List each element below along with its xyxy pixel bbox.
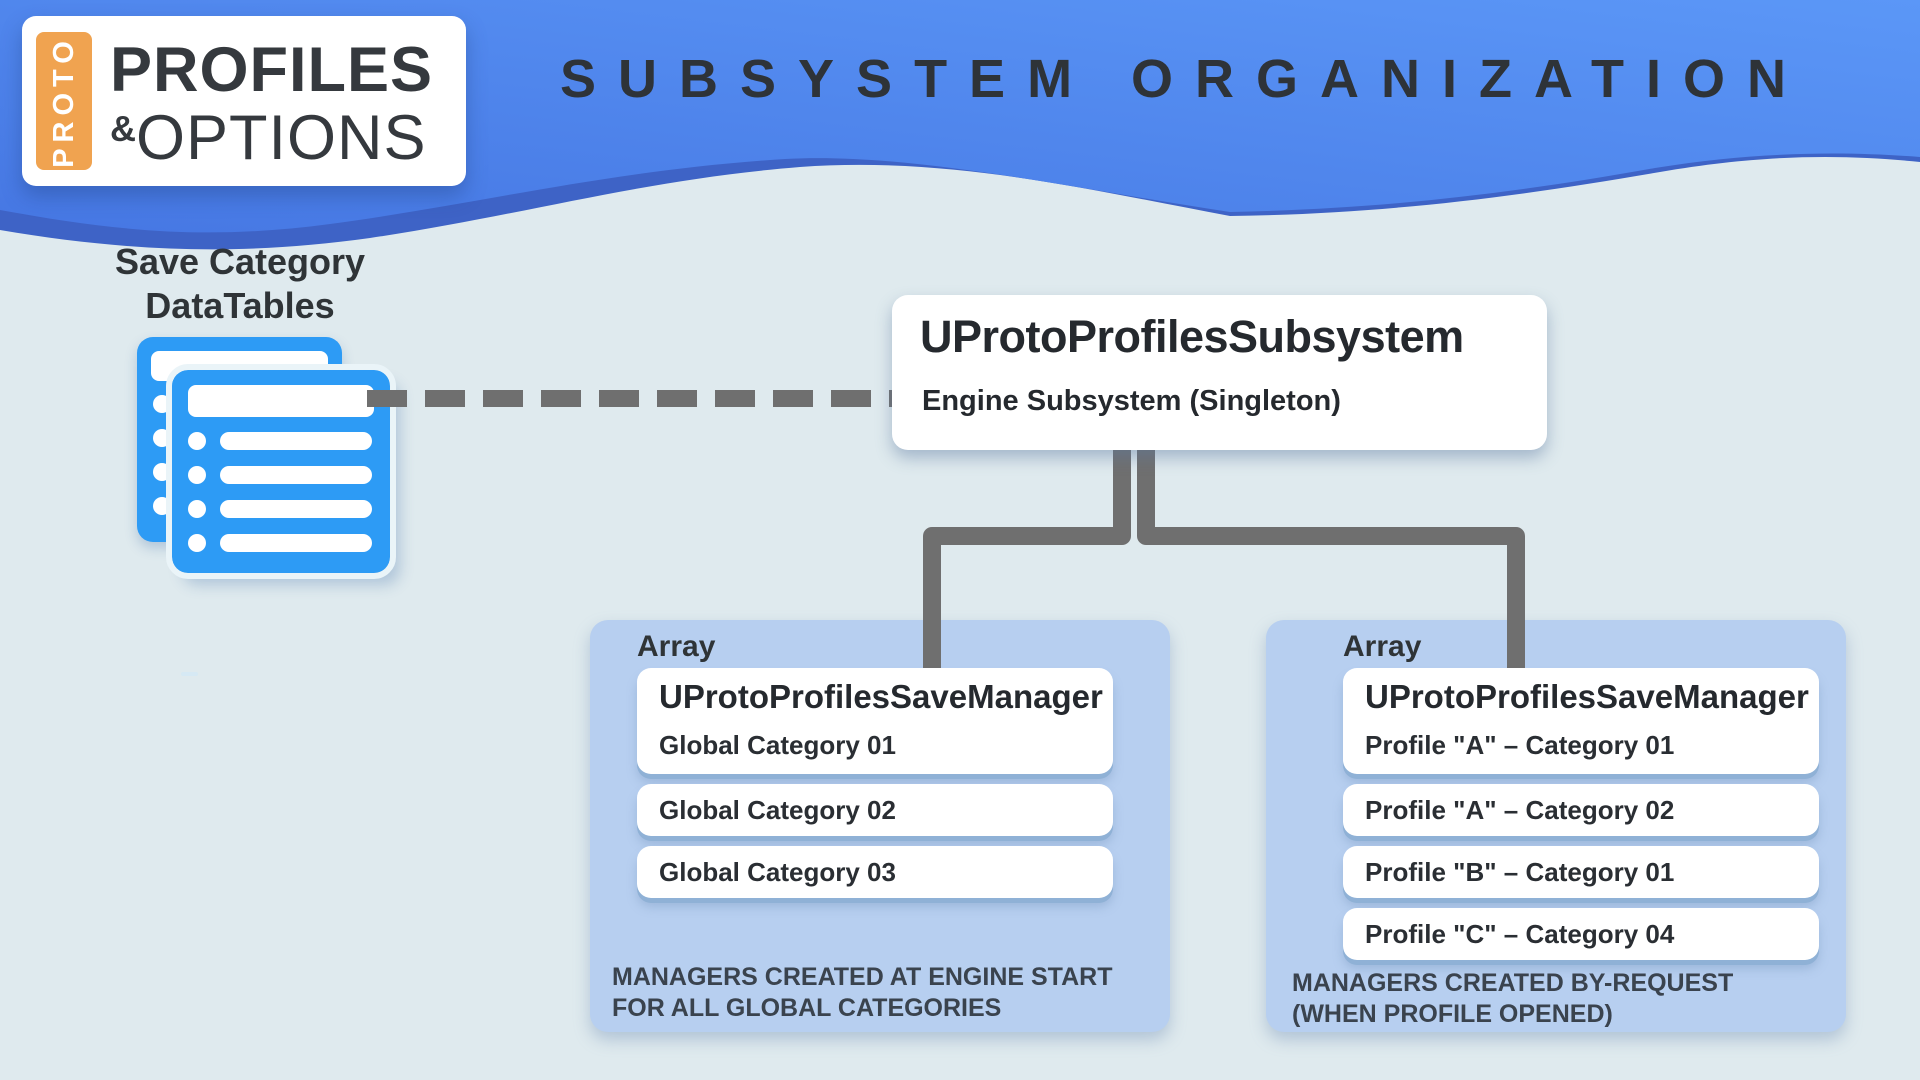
panel-caption: MANAGERS CREATED BY-REQUEST (WHEN PROFIL… bbox=[1292, 968, 1733, 1030]
datatables-label-line2: DataTables bbox=[145, 285, 335, 326]
array-label: Array bbox=[1343, 630, 1422, 663]
subsystem-box: UProtoProfilesSubsystem Engine Subsystem… bbox=[892, 295, 1547, 450]
category-item: Global Category 02 bbox=[637, 784, 1113, 836]
category-item: Profile "A" – Category 01 bbox=[1365, 730, 1675, 760]
dashed-connector bbox=[367, 390, 892, 407]
panel-caption: MANAGERS CREATED AT ENGINE START FOR ALL… bbox=[612, 962, 1112, 1024]
page-title: SUBSYSTEM ORGANIZATION bbox=[560, 49, 1809, 109]
category-item: Profile "C" – Category 04 bbox=[1343, 908, 1819, 960]
datatable-card-header bbox=[188, 385, 374, 417]
header-wave bbox=[0, 0, 1920, 250]
subsystem-subtitle: Engine Subsystem (Singleton) bbox=[922, 385, 1341, 417]
logo-ampersand: & bbox=[110, 108, 136, 149]
logo-proto-text: PROTO bbox=[47, 34, 80, 168]
datatable-card-front bbox=[166, 364, 396, 579]
save-manager-box: UProtoProfilesSaveManager Global Categor… bbox=[637, 668, 1113, 774]
panel-caption-line2: (WHEN PROFILE OPENED) bbox=[1292, 1000, 1613, 1028]
logo-options-line: &OPTIONS bbox=[110, 102, 427, 174]
datatables-label: Save Category DataTables bbox=[90, 240, 390, 328]
datatable-card-rows bbox=[188, 432, 372, 552]
panel-caption-line1: MANAGERS CREATED BY-REQUEST bbox=[1292, 969, 1734, 997]
logo-options-text: OPTIONS bbox=[136, 103, 427, 173]
array-panel-global: Array UProtoProfilesSaveManager Global C… bbox=[590, 620, 1170, 1032]
category-item: Profile "B" – Category 01 bbox=[1343, 846, 1819, 898]
array-label: Array bbox=[637, 630, 716, 663]
panel-caption-line1: MANAGERS CREATED AT ENGINE START bbox=[612, 963, 1113, 991]
category-item: Global Category 03 bbox=[637, 846, 1113, 898]
logo-proto-badge: PROTO bbox=[36, 32, 92, 170]
save-manager-box: UProtoProfilesSaveManager Profile "A" – … bbox=[1343, 668, 1819, 774]
save-manager-title: UProtoProfilesSaveManager bbox=[659, 678, 1103, 715]
datatables-label-line1: Save Category bbox=[114, 241, 366, 282]
category-item: Global Category 01 bbox=[659, 730, 896, 760]
header-wave-main bbox=[0, 0, 1920, 233]
datatables-icon bbox=[137, 337, 397, 582]
logo-card: PROTO PROFILES &OPTIONS bbox=[22, 16, 466, 186]
logo-profiles-text: PROFILES bbox=[110, 35, 434, 105]
subsystem-title: UProtoProfilesSubsystem bbox=[920, 311, 1464, 362]
panel-caption-line2: FOR ALL GLOBAL CATEGORIES bbox=[612, 994, 1002, 1022]
category-item: Profile "A" – Category 02 bbox=[1343, 784, 1819, 836]
array-panel-profiles: Array UProtoProfilesSaveManager Profile … bbox=[1266, 620, 1846, 1032]
decorative-dash bbox=[181, 672, 198, 676]
save-manager-title: UProtoProfilesSaveManager bbox=[1365, 678, 1809, 715]
